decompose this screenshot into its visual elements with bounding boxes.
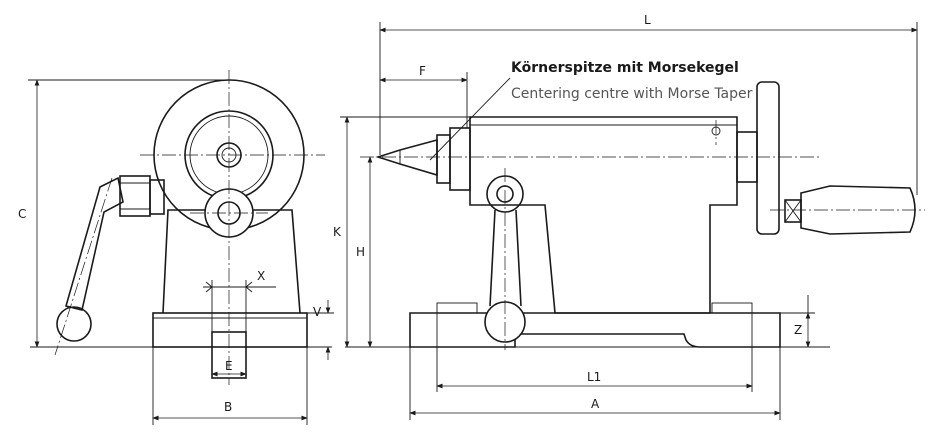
side-view bbox=[345, 81, 925, 350]
front-lever-knob bbox=[56, 306, 92, 342]
label-L1: L1 bbox=[587, 370, 601, 384]
side-base bbox=[409, 312, 781, 348]
handwheel-handle bbox=[800, 185, 916, 235]
front-view bbox=[30, 70, 332, 385]
label-B: B bbox=[224, 400, 232, 414]
front-lever-arm bbox=[65, 176, 124, 311]
label-X: X bbox=[257, 269, 265, 283]
label-E: E bbox=[225, 359, 233, 373]
annotation-title-de: Körnerspitze mit Morsekegel bbox=[511, 60, 739, 76]
label-H: H bbox=[356, 245, 365, 259]
label-A: A bbox=[591, 397, 600, 411]
label-L: L bbox=[644, 13, 651, 27]
label-F: F bbox=[419, 64, 426, 78]
label-K: K bbox=[333, 225, 342, 239]
centre-point bbox=[375, 138, 438, 177]
annotation-title-en: Centering centre with Morse Taper bbox=[511, 86, 753, 102]
dimension-lines bbox=[28, 22, 918, 425]
dimension-labels: L F C K H X V E B Z L1 A bbox=[18, 13, 802, 414]
side-body bbox=[469, 116, 738, 314]
handwheel bbox=[756, 81, 780, 235]
label-V: V bbox=[313, 305, 322, 319]
centre-annotation: Körnerspitze mit Morsekegel Centering ce… bbox=[511, 60, 753, 102]
label-C: C bbox=[18, 207, 26, 221]
label-Z: Z bbox=[794, 323, 802, 337]
